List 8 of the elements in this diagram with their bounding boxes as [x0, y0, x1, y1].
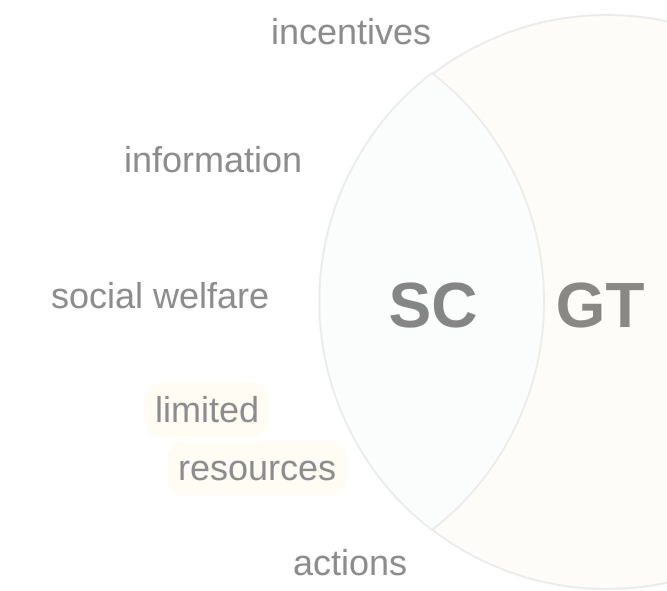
set-label: GT	[556, 268, 644, 342]
highlighted-term: resources	[168, 441, 346, 495]
term-label: incentives	[270, 10, 432, 54]
term-label: social welfare	[50, 274, 270, 318]
highlighted-term: limited	[144, 383, 270, 437]
set-label: SC	[388, 268, 478, 342]
term-label: information	[122, 138, 304, 182]
term-label: actions	[292, 541, 408, 585]
